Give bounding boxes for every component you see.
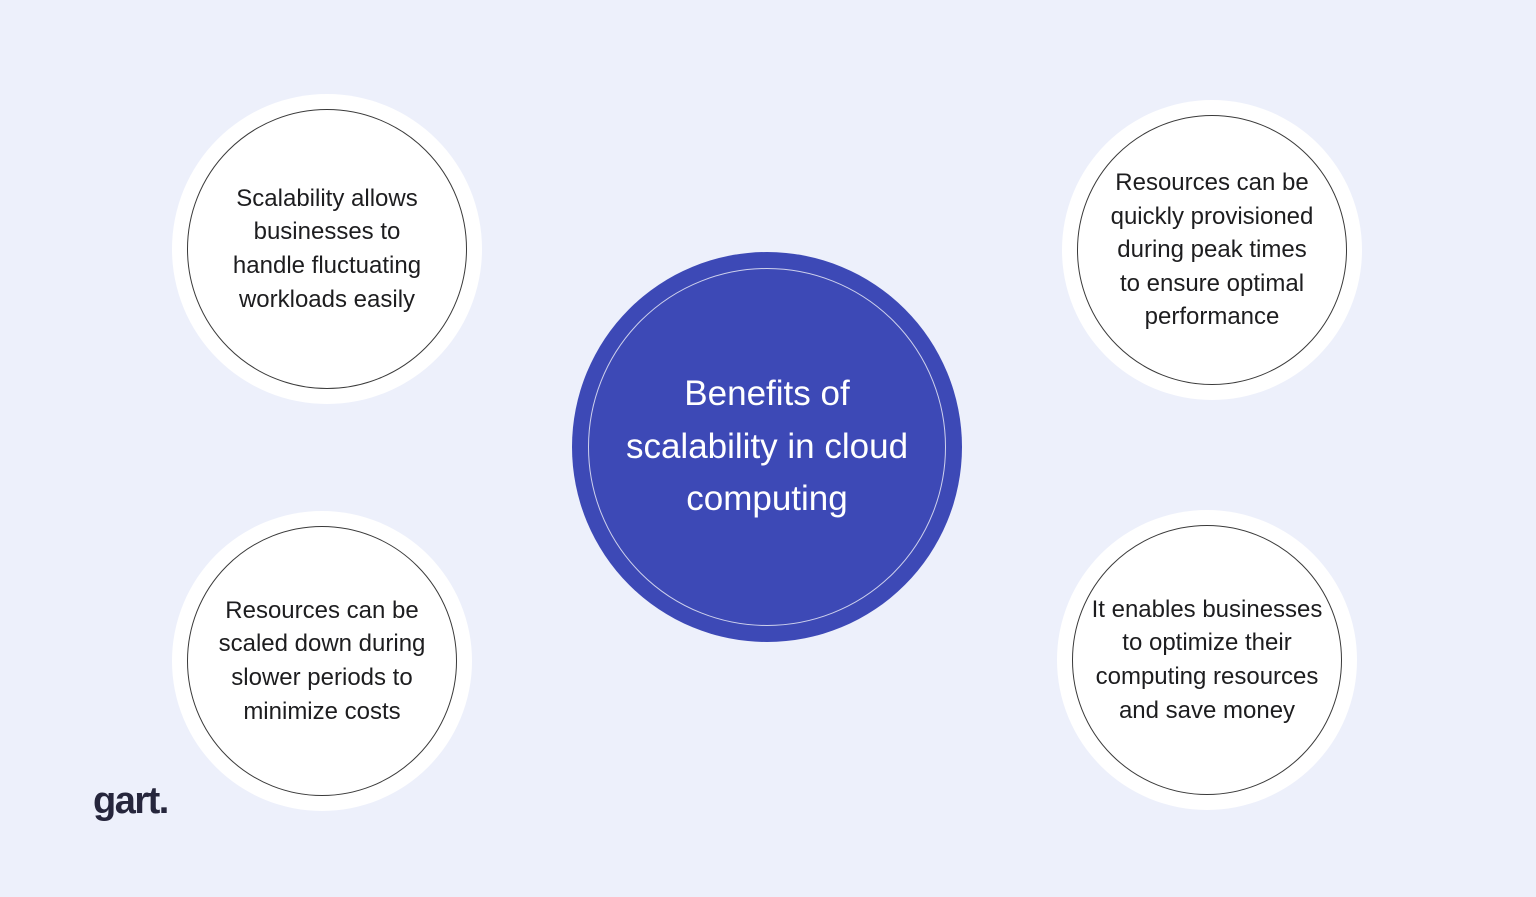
benefit-circle-bottom-left-outline: Resources can be scaled down during slow… <box>187 526 457 796</box>
benefit-text-bottom-right: It enables businesses to optimize their … <box>1091 595 1323 724</box>
benefit-circle-top-left: Scalability allows businesses to handle … <box>172 94 482 404</box>
central-topic-title: Benefits of scalability in cloud computi… <box>625 374 909 519</box>
benefit-circle-top-right: Resources can be quickly provisioned dur… <box>1062 100 1362 400</box>
benefit-text-top-right: Resources can be quickly provisioned dur… <box>1110 169 1314 331</box>
central-topic-inner-ring: Benefits of scalability in cloud computi… <box>588 268 946 626</box>
benefit-circle-top-left-outline: Scalability allows businesses to handle … <box>187 109 467 389</box>
benefit-text-top-left: Scalability allows businesses to handle … <box>232 184 422 313</box>
benefit-circle-bottom-right-outline: It enables businesses to optimize their … <box>1072 525 1342 795</box>
benefit-text-bottom-left: Resources can be scaled down during slow… <box>218 596 426 725</box>
benefit-circle-top-right-outline: Resources can be quickly provisioned dur… <box>1077 115 1347 385</box>
central-topic-circle: Benefits of scalability in cloud computi… <box>572 252 962 642</box>
gart-logo: gart. <box>93 780 169 822</box>
benefit-circle-bottom-right: It enables businesses to optimize their … <box>1057 510 1357 810</box>
benefit-circle-bottom-left: Resources can be scaled down during slow… <box>172 511 472 811</box>
